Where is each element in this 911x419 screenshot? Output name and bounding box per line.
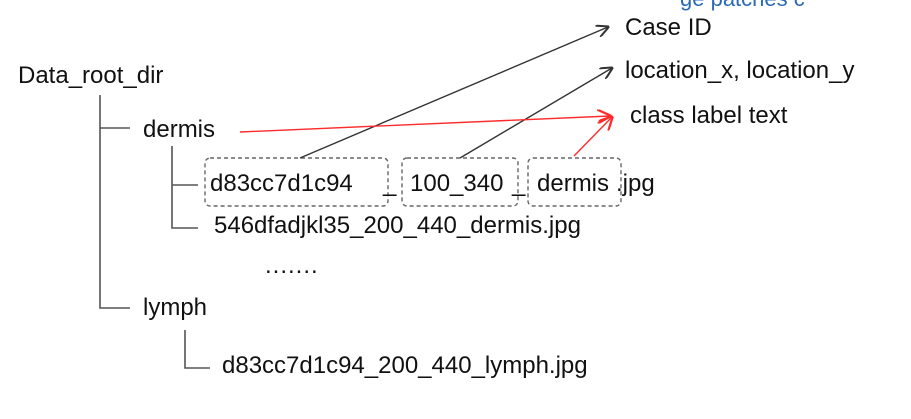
label-location: location_x, location_y [625, 57, 855, 84]
label-case-id: Case ID [625, 14, 712, 41]
label-class: class label text [630, 102, 788, 129]
dermis-file1-class: dermis [537, 170, 610, 197]
tree-line-lymph-child [184, 330, 210, 369]
dermis-file2-label: 546dfadjkl35_200_440_dermis.jpg [214, 212, 581, 239]
arrow-location [459, 68, 612, 159]
dashed-box-class [527, 157, 622, 207]
tree-line-dermis-children [171, 146, 198, 229]
lymph-file1-label: d83cc7d1c94_200_440_lymph.jpg [222, 352, 588, 379]
clipped-top-text: ge patches c [680, 0, 805, 12]
dermis-file1-sep1: _ [383, 170, 397, 197]
arrow-class-from-file [573, 117, 612, 157]
dashed-box-case-id [204, 157, 389, 207]
folder-dermis-label: dermis [143, 116, 216, 143]
dermis-file1-sep2: _ [512, 170, 526, 197]
folder-lymph-label: lymph [143, 294, 208, 321]
arrow-class-from-folder [239, 116, 610, 133]
dermis-file1-ext: .jpg [616, 170, 655, 197]
arrow-case-id [299, 27, 608, 159]
ellipsis: ....... [265, 252, 319, 279]
dermis-file1-case-id: d83cc7d1c94 [210, 170, 353, 197]
root-folder-label: Data_root_dir [18, 62, 164, 89]
dermis-file1-location: 100_340 [410, 170, 504, 197]
tree-line-root [99, 95, 130, 309]
